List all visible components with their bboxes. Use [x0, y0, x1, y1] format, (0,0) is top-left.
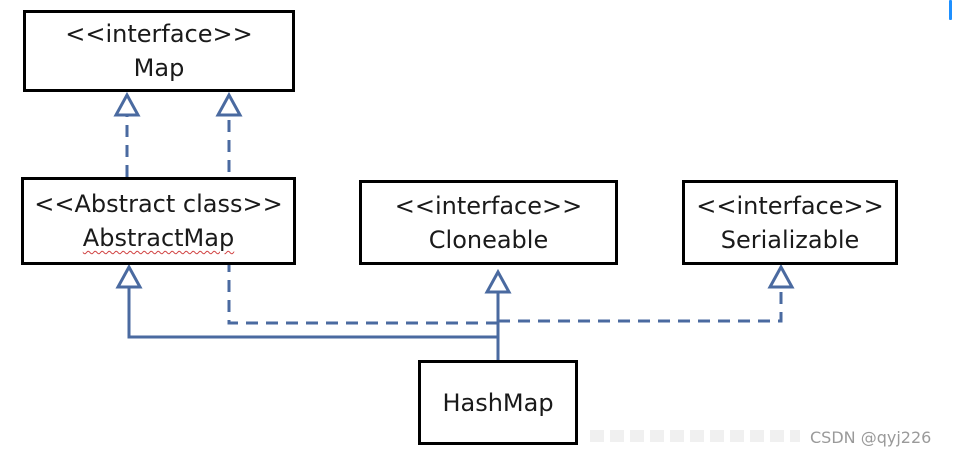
cloneable-stereotype: <<interface>>: [394, 191, 583, 220]
faded-background-text: [590, 430, 800, 442]
arrowhead-hashmap-to-serializable: [767, 263, 795, 289]
hashmap-name: HashMap: [442, 388, 554, 417]
map-stereotype: <<interface>>: [65, 20, 253, 48]
arrowhead-abstractmap-to-map: [113, 91, 141, 117]
edge-hashmap-to-serializable: [498, 287, 783, 323]
map-name: Map: [133, 54, 185, 82]
cloneable-interface-box: <<interface>> Cloneable: [359, 180, 618, 265]
arrowhead-hashmap-to-map: [215, 91, 243, 117]
serializable-interface-box: <<interface>> Serializable: [682, 180, 898, 265]
serializable-stereotype: <<interface>>: [696, 191, 884, 220]
arrowhead-hashmap-to-abstractmap: [115, 263, 143, 289]
abstractmap-class-box: <<Abstract class>> AbstractMap: [21, 177, 296, 265]
arrowhead-hashmap-to-cloneable: [484, 268, 512, 294]
map-interface-box: <<interface>> Map: [23, 10, 295, 92]
serializable-name: Serializable: [720, 225, 860, 254]
cloneable-name: Cloneable: [428, 225, 549, 254]
watermark-text: CSDN @qyj226: [810, 428, 932, 447]
hashmap-class-box: HashMap: [418, 360, 578, 445]
accent-tab: [949, 0, 952, 20]
abstractmap-stereotype: <<Abstract class>>: [34, 190, 283, 218]
edge-hashmap-to-abstractmap: [127, 287, 500, 360]
abstractmap-name: AbstractMap: [82, 224, 235, 252]
